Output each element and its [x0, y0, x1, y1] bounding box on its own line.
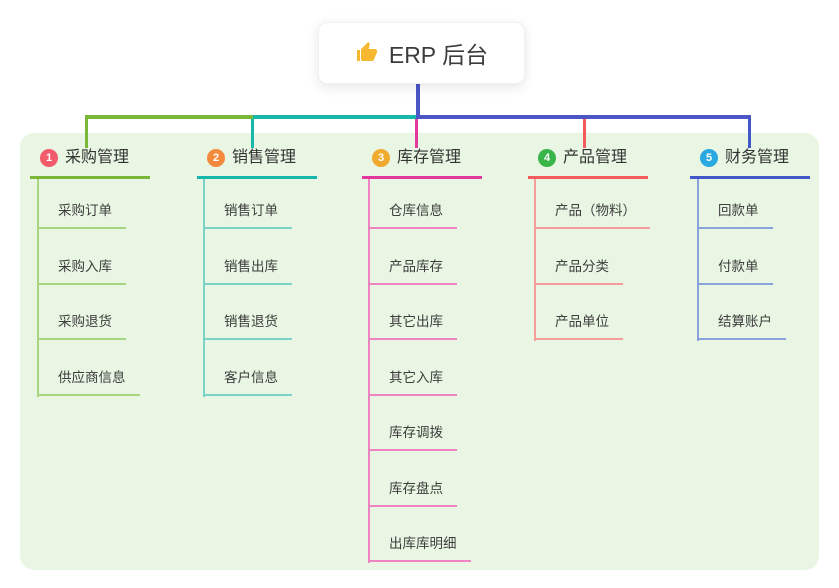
root-node[interactable]: ERP 后台 [318, 22, 525, 84]
drop-line-inventory [415, 119, 418, 148]
drop-line-purchasing [85, 119, 88, 148]
badge-4: 4 [538, 149, 556, 167]
branches-panel [20, 133, 819, 570]
child-node[interactable]: 销售退货 [203, 312, 292, 340]
child-node[interactable]: 其它入库 [368, 368, 457, 396]
trunk-sales [203, 179, 205, 397]
drop-line-product [583, 119, 586, 148]
branch-purchasing[interactable]: 1 采购管理 [30, 146, 150, 179]
child-node[interactable]: 产品库存 [368, 257, 457, 285]
badge-5: 5 [700, 149, 718, 167]
branch-label: 采购管理 [65, 149, 130, 166]
trunk-finance [697, 179, 699, 341]
branch-inventory[interactable]: 3 库存管理 [362, 146, 482, 179]
child-node[interactable]: 结算账户 [697, 312, 786, 340]
trunk-product [534, 179, 536, 341]
branch-product[interactable]: 4 产品管理 [528, 146, 648, 179]
child-node[interactable]: 客户信息 [203, 368, 292, 396]
child-node[interactable]: 采购订单 [37, 201, 126, 229]
badge-3: 3 [372, 149, 390, 167]
trunk-purchasing [37, 179, 39, 397]
child-node[interactable]: 仓库信息 [368, 201, 457, 229]
child-node[interactable]: 采购退货 [37, 312, 126, 340]
root-connector-line [416, 82, 420, 118]
root-label: ERP 后台 [388, 42, 489, 68]
child-node[interactable]: 出库库明细 [368, 534, 471, 562]
trunk-inventory [368, 179, 370, 563]
child-node[interactable]: 供应商信息 [37, 368, 140, 396]
child-node[interactable]: 其它出库 [368, 312, 457, 340]
bus-line-green [85, 115, 253, 119]
child-node[interactable]: 产品单位 [534, 312, 623, 340]
child-node[interactable]: 库存调拨 [368, 423, 457, 451]
child-node[interactable]: 采购入库 [37, 257, 126, 285]
child-node[interactable]: 回款单 [697, 201, 773, 229]
drop-line-finance [748, 119, 751, 148]
child-node[interactable]: 销售出库 [203, 257, 292, 285]
bus-line-teal [253, 115, 416, 119]
branch-finance[interactable]: 5 财务管理 [690, 146, 810, 179]
child-node[interactable]: 库存盘点 [368, 479, 457, 507]
branch-label: 库存管理 [397, 149, 462, 166]
branch-label: 销售管理 [232, 149, 297, 166]
child-node[interactable]: 付款单 [697, 257, 773, 285]
child-node[interactable]: 产品（物料） [534, 201, 650, 229]
bus-line-indigo [416, 115, 751, 119]
branch-label: 产品管理 [563, 149, 628, 166]
child-node[interactable]: 销售订单 [203, 201, 292, 229]
branch-sales[interactable]: 2 销售管理 [197, 146, 317, 179]
drop-line-sales [251, 119, 254, 148]
badge-1: 1 [40, 149, 58, 167]
child-node[interactable]: 产品分类 [534, 257, 623, 285]
thumbs-up-icon [355, 41, 379, 65]
branch-label: 财务管理 [725, 149, 790, 166]
badge-2: 2 [207, 149, 225, 167]
